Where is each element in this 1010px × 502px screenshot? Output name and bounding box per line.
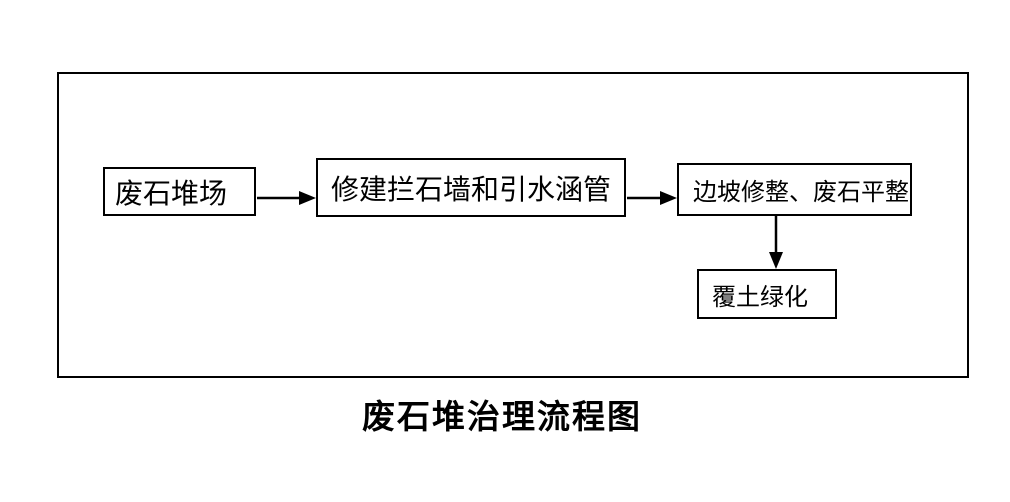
node-waste-rock-yard: 废石堆场: [103, 167, 256, 216]
node-build-retaining-wall-culvert: 修建拦石墙和引水涵管: [316, 158, 626, 217]
node-label: 覆土绿化: [712, 284, 808, 311]
node-soil-cover-greening: 覆土绿化: [697, 269, 837, 319]
diagram-border: [57, 72, 969, 378]
node-label: 边坡修整、废石平整: [693, 180, 909, 206]
diagram-title: 废石堆治理流程图: [362, 400, 642, 436]
node-label: 修建拦石墙和引水涵管: [331, 174, 612, 206]
node-label: 废石堆场: [115, 178, 228, 210]
node-slope-trim-rock-leveling: 边坡修整、废石平整: [677, 163, 912, 216]
